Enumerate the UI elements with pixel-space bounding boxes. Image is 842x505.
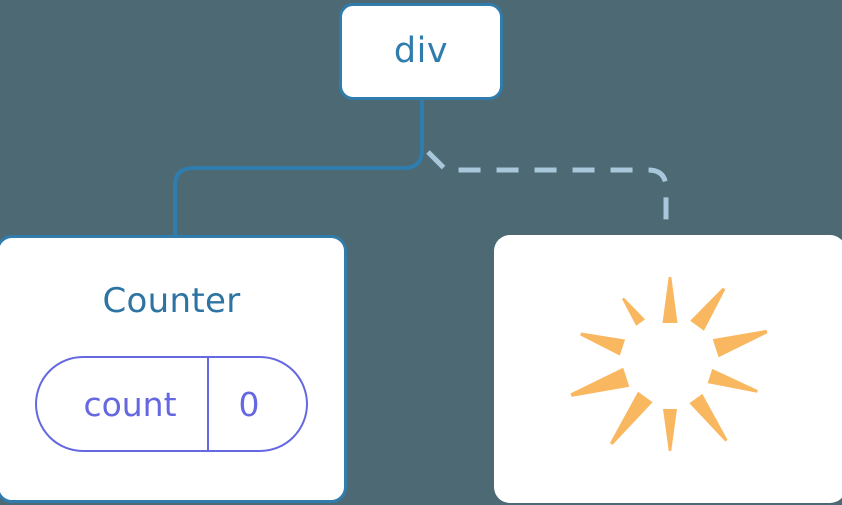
burst-ray	[690, 287, 726, 331]
node-render-burst[interactable]	[494, 235, 842, 503]
edge-root-to-counter	[173, 98, 424, 240]
state-pill-key: count	[83, 384, 177, 424]
burst-ray	[570, 367, 630, 397]
node-root-label: div	[393, 31, 449, 71]
node-counter[interactable]: Counter count 0	[0, 235, 347, 503]
state-pill-divider	[206, 358, 209, 450]
burst-ray	[662, 277, 678, 323]
node-root-div[interactable]: div	[339, 3, 503, 100]
burst-ray	[580, 332, 626, 356]
burst-ray	[622, 297, 646, 326]
starburst-icon	[570, 277, 768, 451]
burst-ray	[609, 391, 653, 445]
burst-ray	[663, 409, 677, 451]
burst-ray	[712, 329, 768, 358]
state-pill-count[interactable]: count 0	[35, 356, 308, 452]
burst-ray	[689, 393, 728, 442]
edge-root-to-burst	[426, 150, 669, 238]
state-pill-value: 0	[238, 384, 260, 424]
node-counter-label: Counter	[102, 281, 241, 321]
burst-ray	[707, 368, 758, 393]
